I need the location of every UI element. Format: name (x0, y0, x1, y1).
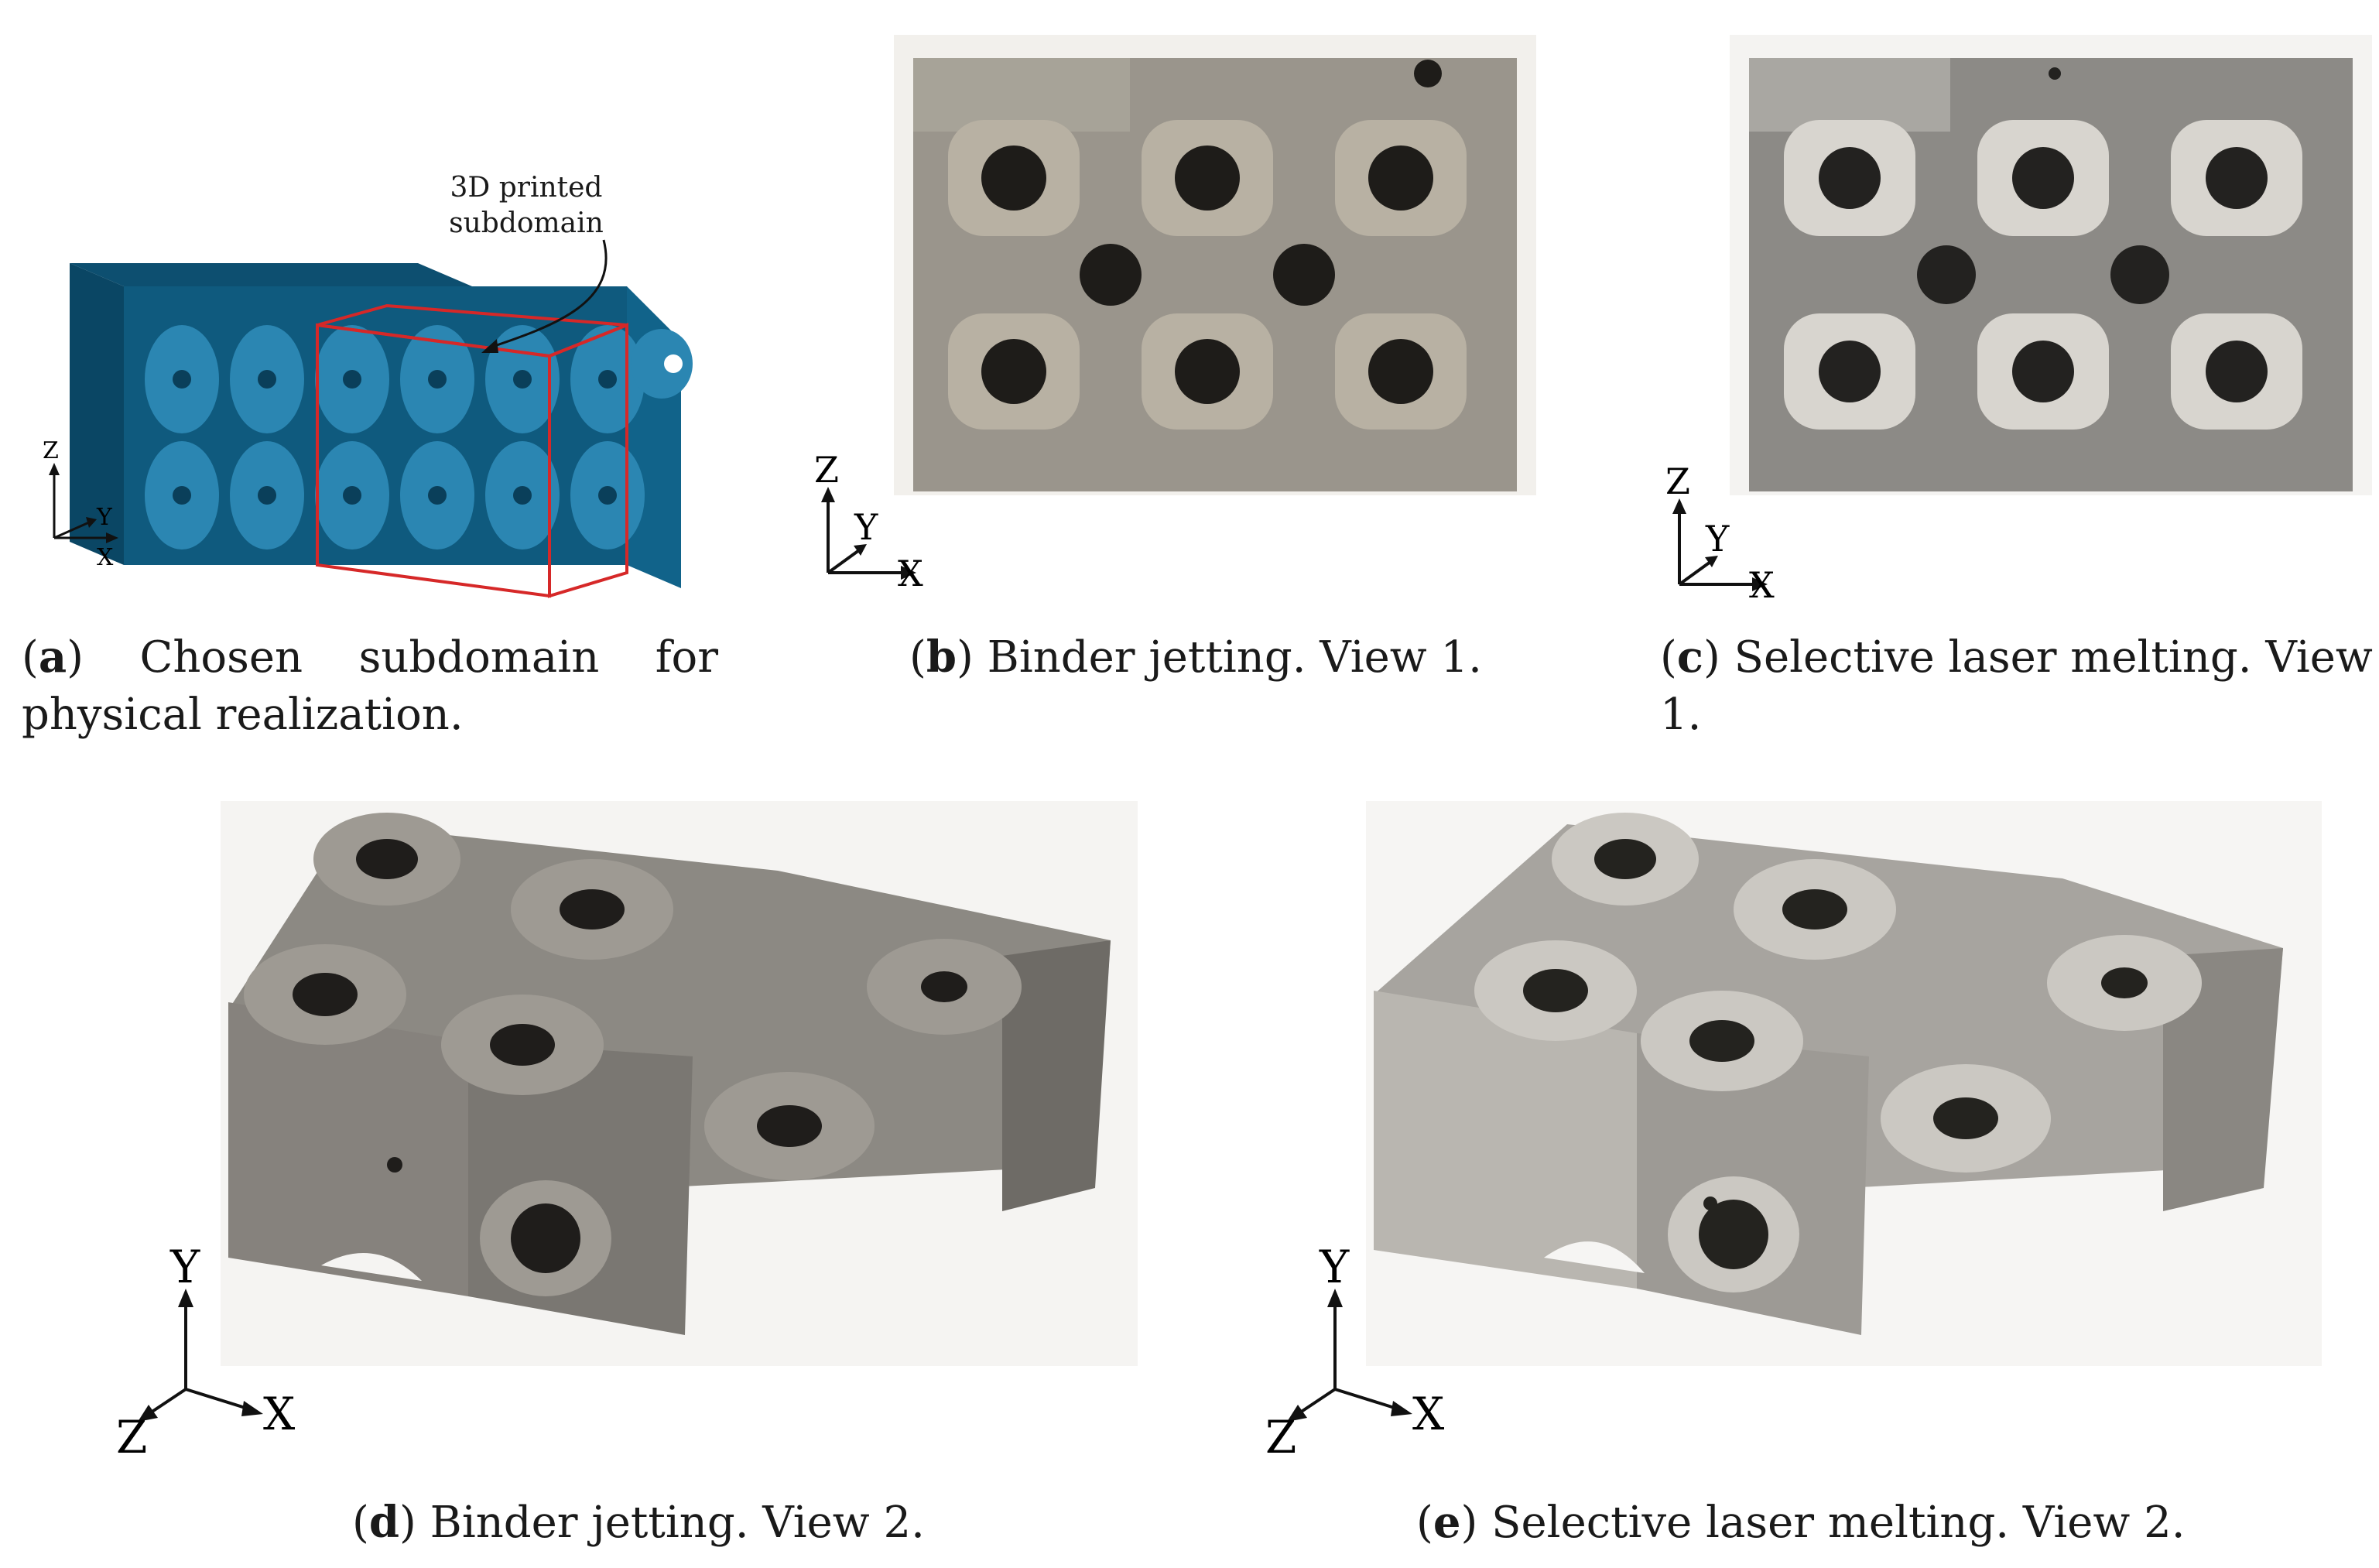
caption-text: Binder jetting. View 2. (430, 1498, 925, 1548)
caption-letter: a (38, 632, 67, 683)
caption-letter: e (1433, 1497, 1461, 1548)
axis-label: Y (169, 1241, 200, 1293)
caption-letter: d (368, 1497, 400, 1548)
subdomain-annotation: 3D printed subdomain (449, 172, 604, 239)
photo-c-svg (1730, 35, 2372, 495)
cad-model-svg (70, 263, 693, 598)
photo-slm-view-2 (1366, 801, 2322, 1366)
caption-d: (d) Binder jetting. View 2. (352, 1497, 925, 1548)
axes-c: Z Y X (1662, 460, 1794, 611)
caption-b: (b) Binder jetting. View 1. (909, 632, 1482, 683)
annotation-arrow (481, 239, 608, 353)
axis-label: Y (854, 506, 878, 548)
axes-b: Z Y X (811, 449, 943, 600)
photo-binder-jetting-view-1 (894, 35, 1536, 495)
cad-model-image (54, 248, 704, 611)
caption-a: (a) Chosen subdomain for physical realiz… (22, 632, 718, 740)
photo-d-svg (221, 801, 1138, 1366)
caption-c: (c) Selective laser melting. View 1. (1660, 632, 2373, 740)
photo-slm-view-1 (1730, 35, 2372, 495)
photo-b-svg (894, 35, 1536, 495)
axes-e: Y Z X (1265, 1241, 1459, 1464)
axis-label: Z (116, 1411, 147, 1464)
axis-label: Y (1705, 518, 1730, 560)
caption-text: Binder jetting. View 1. (987, 632, 1482, 683)
axis-label: Z (1265, 1411, 1296, 1464)
axis-label: X (263, 1388, 296, 1440)
caption-letter: c (1676, 632, 1703, 683)
axis-label: Z (43, 437, 59, 464)
caption-text: Selective laser melting. View 2. (1491, 1498, 2186, 1548)
caption-text: Selective laser melting. View 1. (1660, 632, 2373, 740)
axis-label: X (97, 544, 114, 571)
caption-letter: b (926, 632, 957, 683)
axes-d: Y Z X (116, 1241, 310, 1464)
axis-label: X (898, 553, 923, 594)
axes-a: Z Y X (43, 437, 128, 573)
axis-label: Y (1319, 1241, 1350, 1293)
axis-label: X (1412, 1388, 1445, 1440)
photo-e-svg (1366, 801, 2322, 1366)
axis-label: Y (96, 504, 113, 531)
caption-e: (e) Selective laser melting. View 2. (1416, 1497, 2186, 1548)
axis-label: X (1749, 564, 1775, 606)
axis-label: Z (814, 449, 839, 491)
caption-text: Chosen subdomain for physical realizatio… (22, 632, 718, 740)
axis-label: Z (1665, 460, 1690, 502)
photo-binder-jetting-view-2 (221, 801, 1138, 1366)
